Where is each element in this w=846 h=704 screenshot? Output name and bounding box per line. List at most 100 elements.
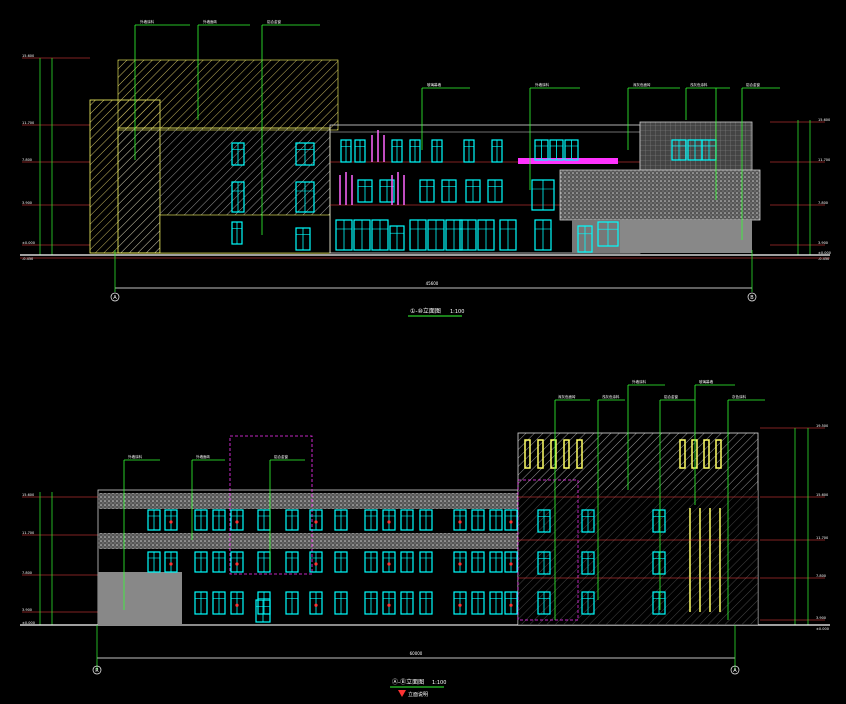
window — [255, 599, 271, 623]
level-label: 11.700 — [22, 121, 34, 125]
level-label: 3.900 — [816, 616, 826, 620]
material-note: 铝合金窗 — [267, 19, 281, 24]
window — [400, 591, 414, 615]
window — [400, 551, 414, 573]
window — [445, 219, 463, 251]
level-label: -0.450 — [22, 257, 33, 261]
window — [465, 179, 481, 203]
material-note: 铝合金窗 — [664, 394, 678, 399]
level-label: ±0.000 — [22, 621, 35, 625]
window — [295, 181, 315, 213]
window — [531, 179, 555, 211]
window — [285, 591, 299, 615]
material-note: 外墙面砖 — [203, 19, 217, 24]
window — [391, 139, 403, 163]
bottom-axis-left: R — [95, 668, 99, 674]
top-overall-dim: 45600 — [426, 281, 439, 286]
top-windows-group — [231, 139, 717, 253]
material-note: 浅灰色涂料 — [690, 82, 708, 87]
bottom-leaders — [123, 384, 765, 620]
window — [212, 551, 226, 573]
window — [581, 509, 595, 533]
window — [285, 551, 299, 573]
bottom-scale: 1:100 — [432, 680, 446, 686]
window — [295, 142, 315, 166]
bottom-footer-label: 立面说明 — [408, 691, 428, 698]
window — [147, 551, 161, 573]
window — [671, 139, 687, 161]
window — [419, 551, 433, 573]
level-label: -0.450 — [818, 257, 829, 261]
window — [577, 225, 593, 253]
bottom-axis-right: A — [733, 668, 737, 674]
level-label: 15.600 — [816, 493, 828, 497]
bottom-overall-dim: 60000 — [410, 651, 423, 656]
window — [230, 551, 244, 573]
window — [257, 551, 271, 573]
window — [354, 139, 366, 163]
window — [257, 509, 271, 531]
window — [309, 551, 323, 573]
window — [581, 591, 595, 615]
window — [537, 509, 551, 533]
window — [431, 139, 443, 163]
material-note: 玻璃幕墙 — [699, 379, 713, 384]
window — [477, 219, 495, 251]
window — [453, 591, 467, 615]
top-level-labels: 15.60011.7007.8003.900±0.000-0.45015.600… — [22, 54, 831, 261]
level-label: ±0.000 — [816, 627, 829, 631]
level-label: 11.700 — [816, 536, 828, 540]
window — [409, 219, 427, 251]
window — [471, 551, 485, 573]
window — [463, 139, 475, 163]
level-label: 7.800 — [22, 571, 32, 575]
window — [364, 551, 378, 573]
bottom-level-labels: 15.60011.7007.8003.900±0.00019.50015.600… — [22, 424, 829, 631]
material-note: 深灰色面砖 — [558, 394, 576, 399]
window — [230, 591, 244, 615]
window — [194, 509, 208, 531]
window — [419, 509, 433, 531]
window — [504, 509, 518, 531]
level-label: ±0.000 — [818, 251, 831, 255]
window — [453, 509, 467, 531]
window — [340, 139, 352, 163]
bottom-title: Ⓐ-Ⓑ立面图 — [392, 678, 424, 686]
window — [364, 509, 378, 531]
window — [164, 551, 178, 573]
top-material-notes: 外墙涂料外墙面砖铝合金窗玻璃幕墙外墙涂料深灰色面砖浅灰色涂料铝合金窗 — [140, 19, 760, 87]
top-leaders — [134, 24, 780, 240]
top-right-canopy — [559, 169, 761, 221]
window — [471, 509, 485, 531]
window — [164, 509, 178, 531]
window — [597, 221, 619, 247]
material-note: 铝合金窗 — [274, 454, 288, 459]
window — [382, 509, 396, 531]
window — [534, 219, 552, 251]
window — [334, 591, 348, 615]
material-note: 浅灰色涂料 — [602, 394, 620, 399]
window — [652, 509, 666, 533]
window — [400, 509, 414, 531]
level-label: ±0.000 — [22, 241, 35, 245]
window — [257, 591, 271, 615]
window — [504, 591, 518, 615]
level-label: 19.500 — [816, 424, 828, 428]
window — [499, 219, 517, 251]
top-title: ①-⑩立面图 — [410, 307, 441, 315]
top-level-lines — [22, 57, 825, 246]
top-scale: 1:100 — [450, 309, 464, 315]
window — [489, 509, 503, 531]
top-right-base — [620, 220, 752, 253]
bottom-dim-lines — [39, 428, 809, 625]
material-note: 外墙涂料 — [128, 454, 142, 459]
window — [427, 219, 445, 251]
level-label: 7.800 — [816, 574, 826, 578]
window — [581, 551, 595, 575]
window — [419, 591, 433, 615]
material-note: 外墙涂料 — [632, 379, 646, 384]
window — [295, 227, 311, 251]
material-note: 外墙面砖 — [196, 454, 210, 459]
